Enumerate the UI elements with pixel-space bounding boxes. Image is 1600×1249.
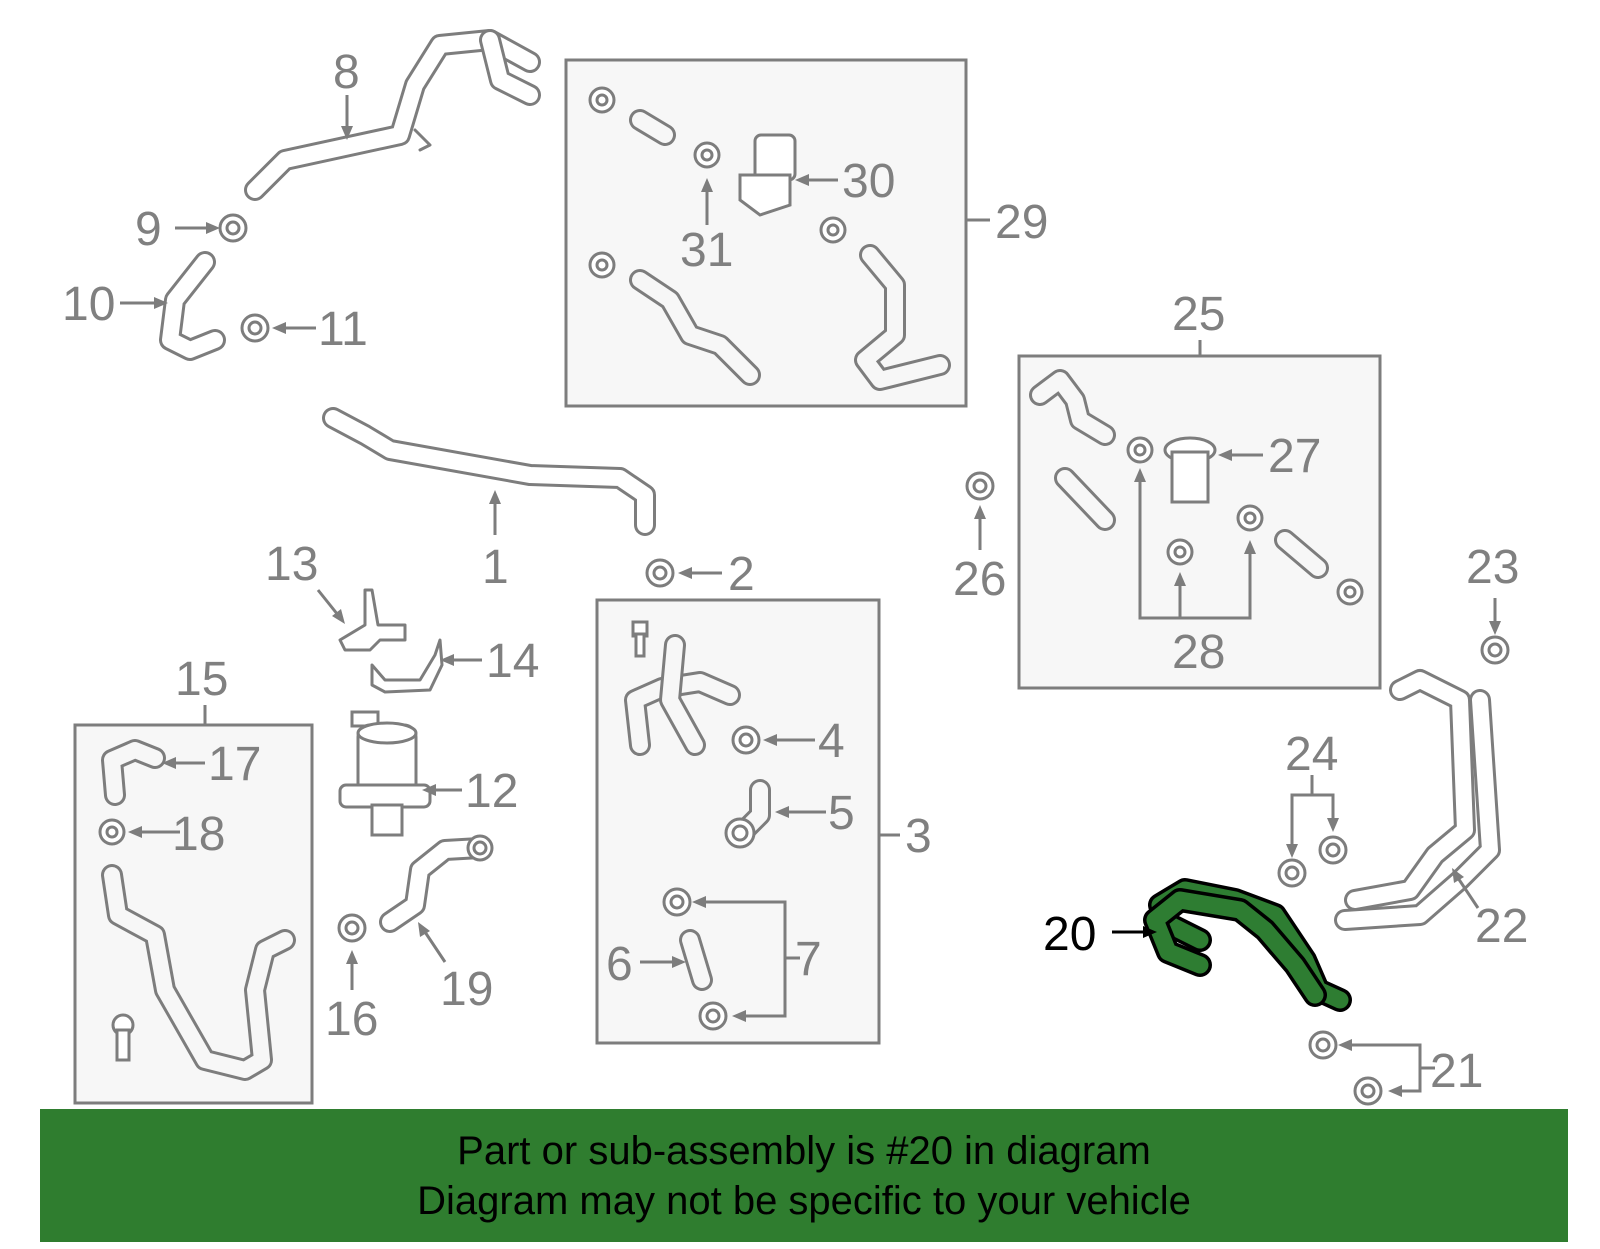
callout-5: 5 <box>828 787 855 840</box>
callout-8: 8 <box>333 46 360 99</box>
part-22-pipes <box>1334 669 1501 931</box>
group-15-parts <box>98 739 296 1081</box>
callout-4: 4 <box>818 715 845 768</box>
banner-line-1: Part or sub-assembly is #20 in diagram <box>457 1128 1151 1173</box>
callout-15: 15 <box>175 653 228 706</box>
part-21-clamps <box>1308 1030 1383 1106</box>
callout-16: 16 <box>325 993 378 1046</box>
part-12-pump <box>338 710 432 837</box>
callout-24: 24 <box>1285 728 1338 781</box>
part-8-pipe <box>244 29 541 201</box>
callout-11: 11 <box>318 303 368 356</box>
part-26-clamp <box>965 471 995 501</box>
group-3-parts <box>624 620 771 1031</box>
callout-labels: 8 9 10 11 30 31 29 1 2 13 14 15 17 18 12… <box>62 46 1528 1098</box>
callout-30: 30 <box>842 155 895 208</box>
callout-26: 26 <box>953 553 1006 606</box>
callout-20: 20 <box>1043 908 1096 961</box>
info-banner: Part or sub-assembly is #20 in diagram D… <box>40 1109 1568 1242</box>
part-16-clamp <box>337 913 367 943</box>
callout-1: 1 <box>482 541 509 594</box>
leader-lines <box>120 95 1501 1097</box>
callout-29: 29 <box>995 196 1048 249</box>
callout-3: 3 <box>905 810 932 863</box>
callout-25: 25 <box>1172 288 1225 341</box>
banner-line-2: Diagram may not be specific to your vehi… <box>417 1178 1191 1223</box>
callout-28: 28 <box>1172 626 1225 679</box>
callout-12: 12 <box>465 765 518 818</box>
part-9-clamp <box>218 213 248 243</box>
part-2-clamp <box>645 558 675 588</box>
part-10-hose <box>159 251 226 361</box>
part-20-hose-assembly[interactable] <box>1143 878 1352 1012</box>
callout-14: 14 <box>486 635 539 688</box>
callout-27: 27 <box>1268 430 1321 483</box>
callout-6: 6 <box>606 938 633 991</box>
callout-21: 21 <box>1430 1045 1483 1098</box>
callout-19: 19 <box>440 963 493 1016</box>
part-14-bracket <box>370 638 444 694</box>
part-24-clamps <box>1277 835 1348 888</box>
callout-7: 7 <box>795 933 822 986</box>
callout-18: 18 <box>172 808 225 861</box>
part-11-clamp <box>240 313 270 343</box>
callout-13: 13 <box>265 538 318 591</box>
callout-31: 31 <box>680 224 733 277</box>
part-13-bracket <box>338 588 407 652</box>
part-1-pipe <box>322 407 656 536</box>
group-25-parts <box>1029 369 1364 606</box>
callout-9: 9 <box>135 203 162 256</box>
group-29-parts <box>588 86 951 391</box>
callout-10: 10 <box>62 278 115 331</box>
part-23-clamp <box>1480 635 1510 665</box>
group-box-29 <box>564 58 968 408</box>
part-19-hose <box>379 834 494 933</box>
callout-17: 17 <box>208 738 261 791</box>
callout-22: 22 <box>1475 900 1528 953</box>
callout-2: 2 <box>728 548 755 601</box>
callout-23: 23 <box>1466 541 1519 594</box>
